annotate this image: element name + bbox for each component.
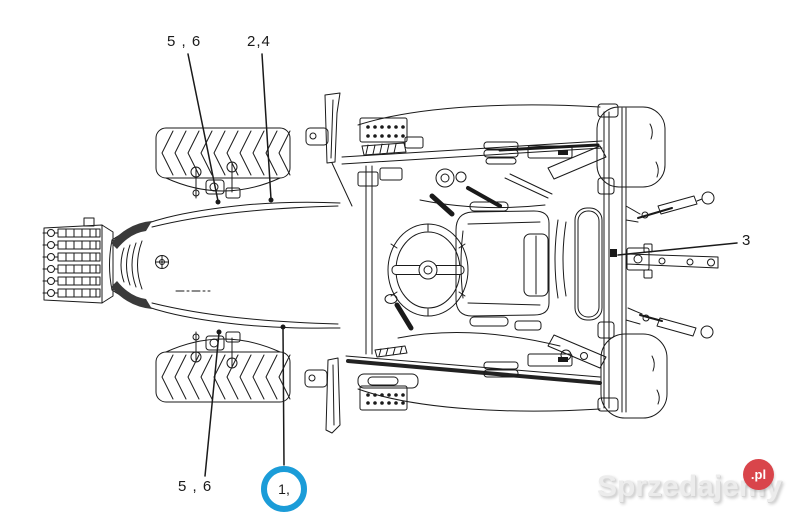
front-tire-top	[155, 127, 291, 192]
front-axle-parts	[190, 161, 241, 369]
callout-label-1: 1,	[278, 481, 290, 497]
callout-label-2-4: 2,4	[247, 33, 271, 50]
rear-frame	[574, 103, 627, 413]
watermark-pl-badge-icon: .pl	[743, 459, 774, 490]
front-weights	[42, 217, 114, 304]
seat	[455, 201, 588, 361]
cab	[304, 92, 607, 434]
callout-highlight-circle: 1,	[261, 466, 307, 512]
hitch-and-drawbar	[625, 191, 719, 339]
hood	[109, 201, 341, 329]
front-tire-bottom	[155, 338, 291, 403]
rear-fenders	[596, 106, 668, 419]
callout-label-5-6-top: 5 , 6	[167, 33, 202, 50]
callout-label-3: 3	[742, 232, 752, 249]
watermark: Sprzedajemy .pl	[594, 459, 784, 508]
steering-wheel	[384, 223, 469, 331]
callout-label-5-6-bottom: 5 , 6	[178, 478, 213, 495]
callout-leader-lines	[187, 53, 738, 477]
